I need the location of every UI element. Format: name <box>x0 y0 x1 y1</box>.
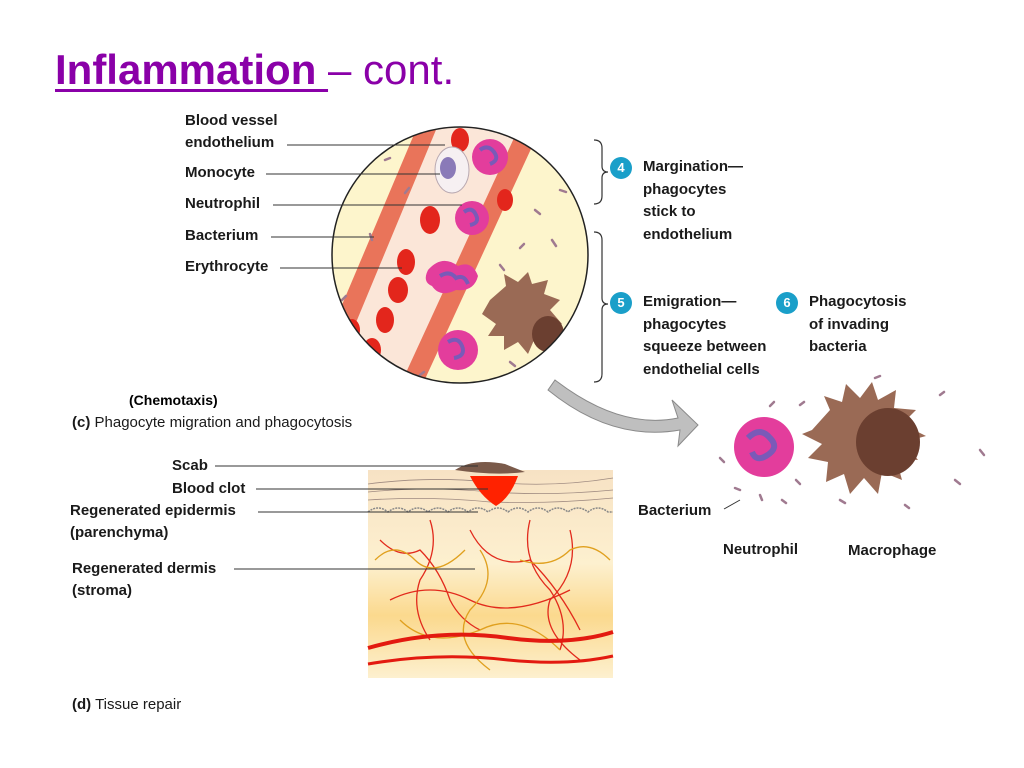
label-endothelium: endothelium <box>185 134 275 151</box>
step-4-text: Margination— phagocytes stick to endothe… <box>643 156 743 246</box>
step-4-line-4: endothelium <box>643 225 733 243</box>
panel-c-letter: (c) <box>72 414 91 431</box>
step-5-badge: 5 <box>610 292 632 314</box>
panel-d-letter: (d) <box>72 696 92 713</box>
panel-c-caption: (c) Phagocyte migration and phagocytosis <box>72 414 352 431</box>
step-4-line-2: phagocytes <box>643 180 727 198</box>
bracket-margination <box>593 139 609 205</box>
label-parenchyma: (parenchyma) <box>70 524 169 541</box>
step-6-line-1: Phagocytosis <box>809 293 907 310</box>
slide-title: Inflammation – cont. <box>55 44 454 96</box>
panel-c-caption-text: Phagocyte migration and phagocytosis <box>94 414 353 431</box>
label-neutrophil: Neutrophil <box>185 195 260 212</box>
step-4-line-3: stick to <box>643 203 696 220</box>
label-erythrocyte: Erythrocyte <box>185 258 269 275</box>
label-blood-vessel: Blood vessel <box>185 112 278 129</box>
step-6-badge: 6 <box>776 292 798 314</box>
label-scab: Scab <box>172 457 208 474</box>
label-monocyte: Monocyte <box>185 164 256 181</box>
panel-d-caption: (d) Tissue repair <box>72 696 181 713</box>
step-6-text: Phagocytosis of invading bacteria <box>809 291 907 359</box>
monocyte-nucleus <box>440 157 456 179</box>
zoom-label-neutrophil: Neutrophil <box>723 541 798 558</box>
zoom-label-macrophage: Macrophage <box>848 542 937 559</box>
step-5-line-3: squeeze between <box>643 338 767 355</box>
label-regenerated-epidermis: Regenerated epidermis <box>70 502 236 519</box>
slide-title-main: Inflammation <box>55 46 329 93</box>
panel-c-leader-lines <box>266 144 462 269</box>
panel-d-caption-text: Tissue repair <box>95 696 182 713</box>
step-5-line-4: endothelial cells <box>643 360 760 378</box>
step-6-line-3: bacteria <box>809 338 867 355</box>
zoom-label-bacterium: Bacterium <box>638 502 712 519</box>
magnified-vessel-circle <box>331 126 589 384</box>
label-blood-clot: Blood clot <box>172 480 246 497</box>
step-5-text: Emigration— phagocytes squeeze between e… <box>643 291 766 381</box>
label-bacterium: Bacterium <box>185 227 259 244</box>
blood-clot-shape <box>470 476 518 506</box>
phagocytosis-zoom <box>718 374 986 510</box>
step-5-line-1: Emigration— <box>643 293 737 310</box>
bracket-emigration <box>593 231 609 383</box>
panel-d-leader-lines <box>215 465 488 570</box>
bacteria <box>340 156 568 377</box>
label-regenerated-dermis: Regenerated dermis <box>72 560 217 577</box>
step-6-line-2: of invading <box>809 315 889 333</box>
scab-shape <box>455 462 525 474</box>
step-4-line-1: Margination— <box>643 158 743 175</box>
slide-title-rest: – cont. <box>328 46 455 93</box>
label-stroma: (stroma) <box>72 582 133 599</box>
tissue-repair-illustration <box>367 462 614 678</box>
step-4-badge: 4 <box>610 157 632 179</box>
chemotaxis-note: (Chemotaxis) <box>129 392 218 408</box>
zoom-arrow <box>547 379 699 448</box>
neutrophils <box>425 139 508 370</box>
step-5-line-2: phagocytes <box>643 315 727 333</box>
vessel-lumen <box>332 127 530 383</box>
